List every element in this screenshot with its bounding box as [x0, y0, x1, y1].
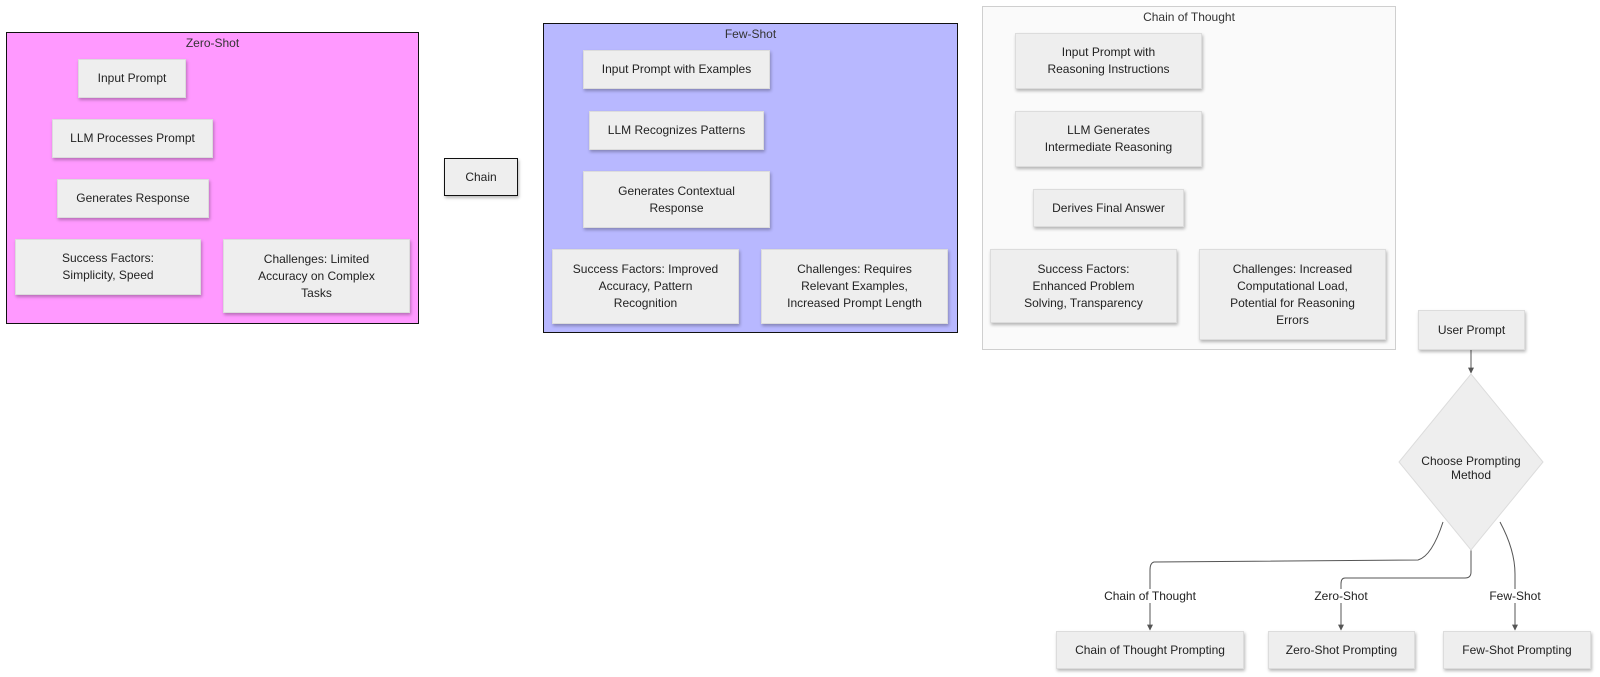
node-user-prompt[interactable]: User Prompt	[1418, 310, 1525, 350]
node-zero-shot-prompting[interactable]: Zero-Shot Prompting	[1268, 631, 1415, 669]
cluster-title: Chain of Thought	[1143, 10, 1235, 24]
node-few-challenges[interactable]: Challenges: Requires Relevant Examples, …	[761, 249, 948, 324]
node-zero-llm-processes[interactable]: LLM Processes Prompt	[52, 119, 213, 158]
cluster-title: Zero-Shot	[185, 36, 240, 50]
node-few-shot-prompting[interactable]: Few-Shot Prompting	[1443, 631, 1591, 669]
edge-label-cot: Chain of Thought	[1104, 589, 1196, 603]
node-zero-success-factors[interactable]: Success Factors: Simplicity, Speed	[15, 239, 201, 295]
node-few-llm-recognizes[interactable]: LLM Recognizes Patterns	[589, 111, 764, 150]
edge-decision-cot	[1147, 521, 1444, 631]
node-chain[interactable]: Chain	[444, 158, 518, 196]
node-cot-challenges[interactable]: Challenges: Increased Computational Load…	[1199, 249, 1386, 340]
edge-label-few-shot: Few-Shot	[1489, 589, 1541, 603]
cluster-title: Few-Shot	[724, 27, 777, 41]
node-cot-prompting[interactable]: Chain of Thought Prompting	[1056, 631, 1244, 669]
edge-decision-few	[1499, 521, 1518, 631]
node-cot-llm-generates[interactable]: LLM Generates Intermediate Reasoning	[1015, 111, 1202, 167]
node-zero-input-prompt[interactable]: Input Prompt	[78, 59, 186, 98]
decision-diamond	[1398, 373, 1544, 551]
decision-label[interactable]: Choose Prompting Method	[1421, 454, 1521, 482]
edge-decision-zero	[1338, 550, 1472, 631]
node-cot-input-prompt[interactable]: Input Prompt with Reasoning Instructions	[1015, 33, 1202, 89]
node-few-success-factors[interactable]: Success Factors: Improved Accuracy, Patt…	[552, 249, 739, 324]
node-zero-challenges[interactable]: Challenges: Limited Accuracy on Complex …	[223, 239, 410, 313]
node-few-input-prompt[interactable]: Input Prompt with Examples	[583, 50, 770, 89]
node-cot-derives-final-answer[interactable]: Derives Final Answer	[1033, 189, 1184, 227]
edge-label-zero-shot: Zero-Shot	[1314, 589, 1368, 603]
node-zero-generates-response[interactable]: Generates Response	[57, 179, 209, 218]
node-few-generates-contextual[interactable]: Generates Contextual Response	[583, 171, 770, 228]
node-cot-success-factors[interactable]: Success Factors: Enhanced Problem Solvin…	[990, 249, 1177, 323]
